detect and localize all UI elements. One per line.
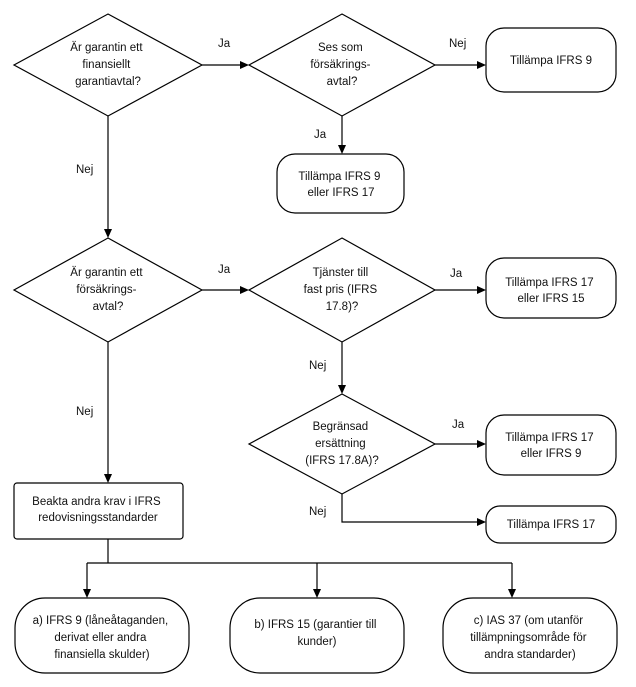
- outcome-other-requirements: [13, 482, 184, 540]
- outcome-ifrs17: [485, 505, 617, 544]
- edge-label-no: Nej: [76, 164, 93, 176]
- decision-text: Är garantin ett finansiellt garantiavtal…: [70, 42, 145, 88]
- arrowhead: [477, 286, 486, 294]
- arrowhead: [508, 589, 516, 598]
- edge-label-yes: Ja: [314, 129, 327, 141]
- edge-d5-o5: [341, 494, 478, 523]
- arrowhead: [338, 145, 346, 154]
- edge-label-yes: Ja: [218, 264, 231, 276]
- edge-label-no: Nej: [309, 506, 326, 518]
- edge-label-no: Nej: [76, 406, 93, 418]
- arrowhead: [477, 440, 486, 448]
- edge-label-no: Nej: [449, 38, 466, 50]
- outcome-text: c) IAS 37 (om utanför tillämpningsområde…: [470, 615, 590, 661]
- decision-text: Tjänster till fast pris (IFRS 17.8)?: [304, 267, 381, 313]
- outcome-ifrs9: [485, 27, 617, 93]
- arrowhead: [83, 589, 91, 598]
- outcome-a-ifrs9: [14, 597, 190, 674]
- arrowhead: [477, 61, 486, 69]
- outcome-text: a) IFRS 9 (låneåtaganden, derivat eller …: [33, 615, 172, 661]
- arrowhead: [313, 589, 321, 598]
- arrowhead: [104, 474, 112, 483]
- arrowhead: [104, 229, 112, 238]
- outcome-text: b) IFRS 15 (garantier till kunder): [254, 619, 379, 648]
- outcome-ifrs9-or-ifrs17: [276, 153, 405, 214]
- edge-label-yes: Ja: [452, 419, 465, 431]
- outcome-text: Tillämpa IFRS 9 eller IFRS 17: [298, 171, 383, 199]
- outcome-text: Tillämpa IFRS 9: [510, 55, 592, 67]
- arrowhead: [338, 385, 346, 394]
- outcome-text: Beakta andra krav i IFRS redovisningssta…: [32, 496, 164, 524]
- outcome-text: Tillämpa IFRS 17: [507, 519, 595, 531]
- arrowhead: [477, 518, 486, 526]
- decision-text: Ses som försäkrings- avtal?: [310, 42, 373, 88]
- outcome-c-ias37: [442, 597, 618, 674]
- arrowhead: [240, 61, 249, 69]
- edge-label-no: Nej: [309, 360, 326, 372]
- outcome-ifrs17-or-ifrs15: [485, 257, 617, 319]
- outcome-ifrs17-or-ifrs9: [485, 414, 617, 476]
- decision-text: Är garantin ett försäkrings- avtal?: [70, 267, 145, 313]
- outcome-text: Tillämpa IFRS 17 eller IFRS 9: [505, 432, 597, 460]
- edge-label-yes: Ja: [450, 268, 463, 280]
- outcome-text: Tillämpa IFRS 17 eller IFRS 15: [505, 277, 597, 305]
- decision-text: Begränsad ersättning (IFRS 17.8A)?: [305, 421, 379, 467]
- edge-label-yes: Ja: [218, 38, 231, 50]
- arrowhead: [240, 286, 249, 294]
